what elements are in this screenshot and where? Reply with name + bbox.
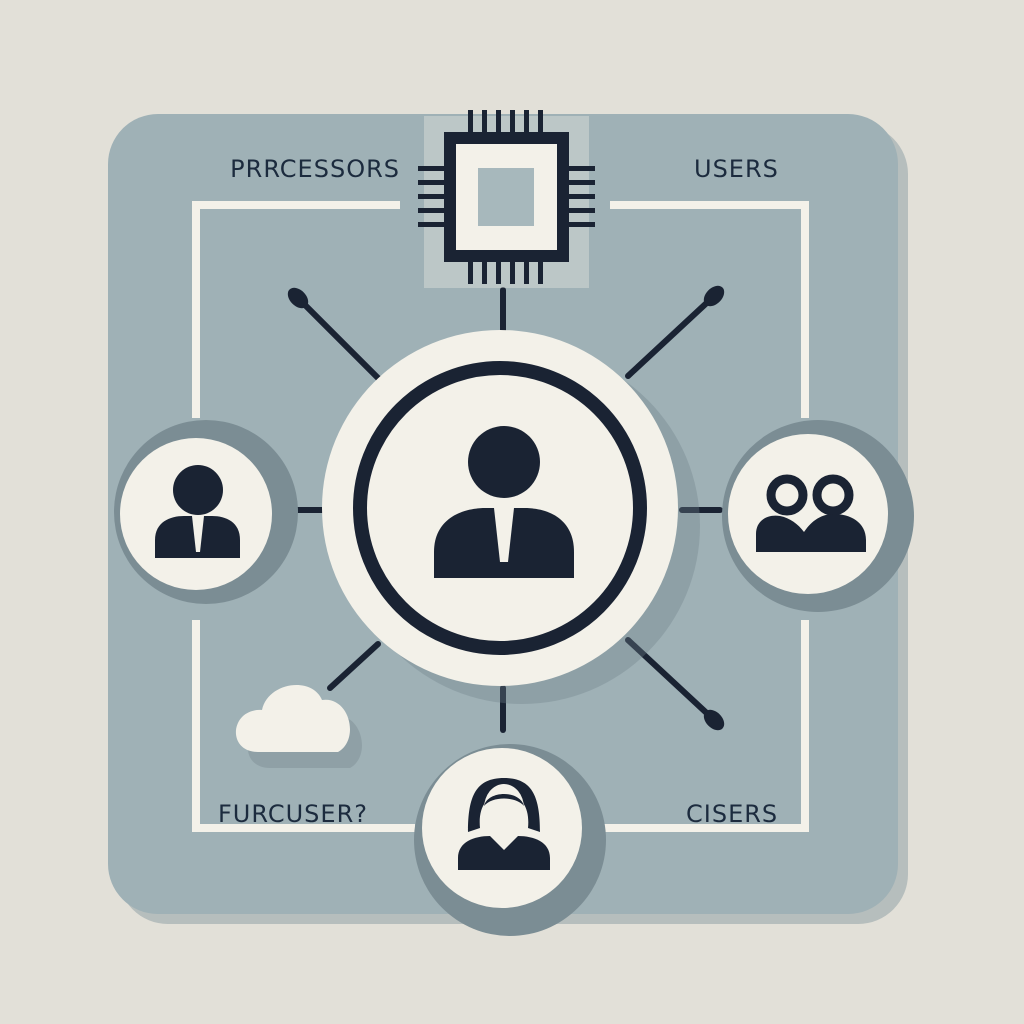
spoke-ends (287, 285, 725, 731)
connector-top-left (192, 201, 400, 418)
spoke-end-lower-right (703, 709, 725, 731)
spoke-lower-left (327, 641, 381, 691)
spoke-end-upper-left (287, 287, 309, 309)
person-icon (155, 465, 240, 558)
spoke-lower-right (625, 637, 715, 721)
processor-chip-icon (418, 110, 595, 288)
cloud-icon (235, 685, 362, 768)
spoke-upper-right (625, 295, 715, 379)
label-processors: PRRCESSORS (230, 155, 400, 183)
person-icon (434, 426, 574, 578)
spokes (282, 287, 723, 733)
left-user-node (114, 420, 298, 604)
connector-bottom-right (600, 620, 809, 832)
label-furcuser: FURCUSER? (218, 800, 368, 828)
label-cisers: CISERS (686, 800, 778, 828)
spoke-upper-left (297, 297, 385, 385)
female-user-icon (458, 778, 550, 870)
connector-bottom-left (192, 620, 415, 832)
user-group-icon (756, 474, 866, 552)
connector-top-right (610, 201, 809, 418)
frame-connectors (192, 201, 809, 832)
right-users-node (722, 420, 914, 612)
center-user-node (322, 330, 700, 704)
spoke-end-upper-right (703, 285, 725, 307)
label-users-top: USERS (694, 155, 779, 183)
bottom-user-node (414, 744, 606, 936)
